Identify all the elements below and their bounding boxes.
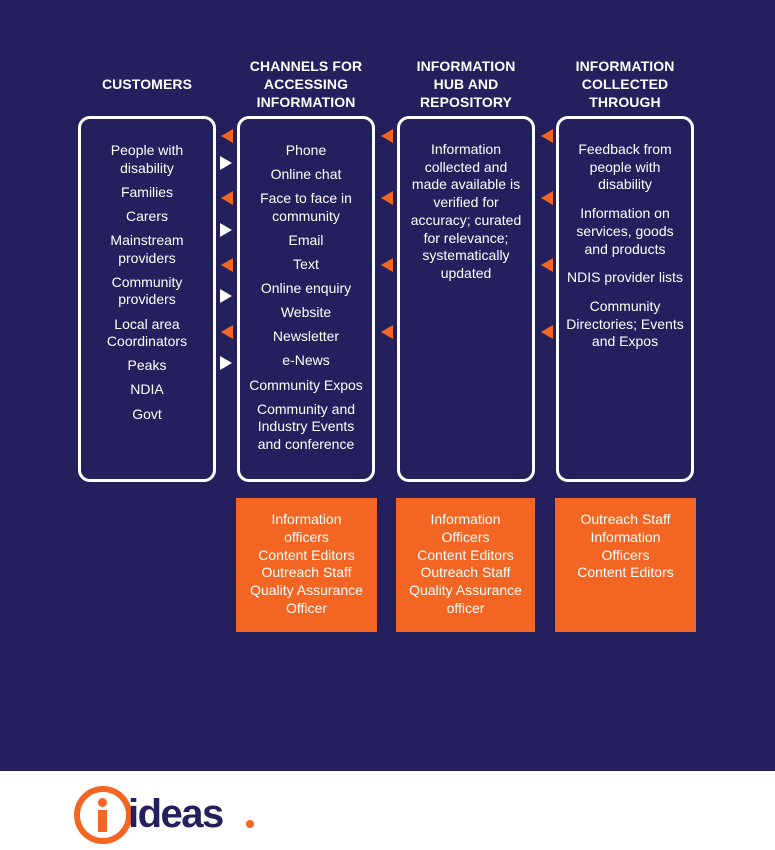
header-collected-line: INFORMATION xyxy=(575,58,675,74)
header-hub-line: INFORMATION xyxy=(416,58,516,74)
staff-role: Outreach Staff xyxy=(420,564,511,581)
channel-item: Phone xyxy=(285,142,327,158)
arrow-left-icon xyxy=(541,258,553,272)
staff-role: Content Editors xyxy=(258,546,355,563)
staff-role: Information Officers xyxy=(430,511,501,545)
header-customers: CUSTOMERS xyxy=(77,56,217,112)
staff-role: Outreach Staff xyxy=(580,511,671,527)
arrow-left-icon xyxy=(221,258,233,272)
arrow-left-icon xyxy=(381,129,393,143)
arrow-left-icon xyxy=(221,325,233,339)
staff-box-collected: Outreach Staff Information Officers Cont… xyxy=(555,498,696,632)
arrow-left-icon xyxy=(541,191,553,205)
customer-item: Govt xyxy=(132,405,162,422)
channel-item: Face to face in community xyxy=(260,190,352,224)
staff-role: Information Officers xyxy=(590,528,661,563)
customer-item: Carers xyxy=(125,207,168,224)
customer-item: Community providers xyxy=(111,273,183,308)
channel-item: Website xyxy=(280,304,332,321)
customer-item: People with disability xyxy=(110,142,184,176)
channel-item: Online enquiry xyxy=(260,280,352,297)
diagram-panel: CUSTOMERS CHANNELS FOR ACCESSING INFORMA… xyxy=(0,0,775,771)
collected-item: Community Directories; Events and Expos xyxy=(566,297,684,350)
hub-box: Information collected and made available… xyxy=(397,116,535,482)
channels-box: Phone Online chat Face to face in commun… xyxy=(237,116,375,482)
customer-item: Mainstream providers xyxy=(110,231,184,266)
staff-role: Information officers xyxy=(271,511,342,545)
header-customers-line: CUSTOMERS xyxy=(101,76,193,92)
collected-item: Feedback from people with disability xyxy=(578,141,672,193)
staff-role: Outreach Staff xyxy=(261,564,352,581)
customer-item: Families xyxy=(120,183,174,200)
header-hub: INFORMATION HUB AND REPOSITORY xyxy=(396,56,536,112)
customers-box: People with disability Families Carers M… xyxy=(78,116,216,482)
staff-role: Content Editors xyxy=(577,564,674,581)
header-collected-line: THROUGH xyxy=(589,94,661,110)
arrow-left-icon xyxy=(381,191,393,205)
header-channels-line: ACCESSING xyxy=(263,76,349,92)
i-ring-logo-icon xyxy=(74,786,132,844)
arrow-right-icon xyxy=(220,289,232,303)
logo-period xyxy=(246,820,254,828)
customer-item: Local area Coordinators xyxy=(106,315,188,350)
arrow-left-icon xyxy=(381,258,393,272)
arrow-left-icon xyxy=(541,325,553,339)
channel-item: Online chat xyxy=(270,166,342,183)
logo-text: ideas xyxy=(128,792,224,836)
collected-item: Information on services, goods and produ… xyxy=(576,205,674,257)
header-hub-line: HUB AND xyxy=(433,76,499,92)
staff-role: Quality Assurance officer xyxy=(409,582,522,616)
staff-role: Content Editors xyxy=(417,546,514,563)
channel-item: Newsletter xyxy=(272,328,340,345)
hub-description: Information collected and made available… xyxy=(410,141,522,281)
channel-item: Email xyxy=(288,231,324,248)
logo-i-stem xyxy=(98,810,107,832)
channel-item: Text xyxy=(293,256,319,273)
collected-item: NDIS provider lists xyxy=(567,269,683,286)
staff-box-channels: Information officers Content Editors Out… xyxy=(236,498,377,632)
ideas-logo: ideas xyxy=(74,786,274,846)
customer-item: NDIA xyxy=(130,381,164,398)
header-channels: CHANNELS FOR ACCESSING INFORMATION xyxy=(236,56,376,112)
channel-item: Community Expos xyxy=(249,376,363,393)
arrow-right-icon xyxy=(220,223,232,237)
logo-i-dot xyxy=(98,798,107,807)
arrow-left-icon xyxy=(221,129,233,143)
header-collected: INFORMATION COLLECTED THROUGH xyxy=(555,56,695,112)
header-channels-line: CHANNELS FOR xyxy=(249,58,363,74)
header-channels-line: INFORMATION xyxy=(256,94,356,110)
arrow-left-icon xyxy=(221,191,233,205)
header-collected-line: COLLECTED xyxy=(581,76,669,92)
arrow-right-icon xyxy=(220,156,232,170)
arrow-right-icon xyxy=(220,356,232,370)
arrow-left-icon xyxy=(541,129,553,143)
staff-role: Quality Assurance Officer xyxy=(250,582,363,616)
customer-item: Peaks xyxy=(127,357,167,374)
channel-item: Community and Industry Events and confer… xyxy=(256,400,356,453)
channel-item: e-News xyxy=(282,352,330,369)
header-hub-line: REPOSITORY xyxy=(419,94,512,110)
collected-box: Feedback from people with disability Inf… xyxy=(556,116,694,482)
staff-box-hub: Information Officers Content Editors Out… xyxy=(396,498,535,632)
arrow-left-icon xyxy=(381,325,393,339)
